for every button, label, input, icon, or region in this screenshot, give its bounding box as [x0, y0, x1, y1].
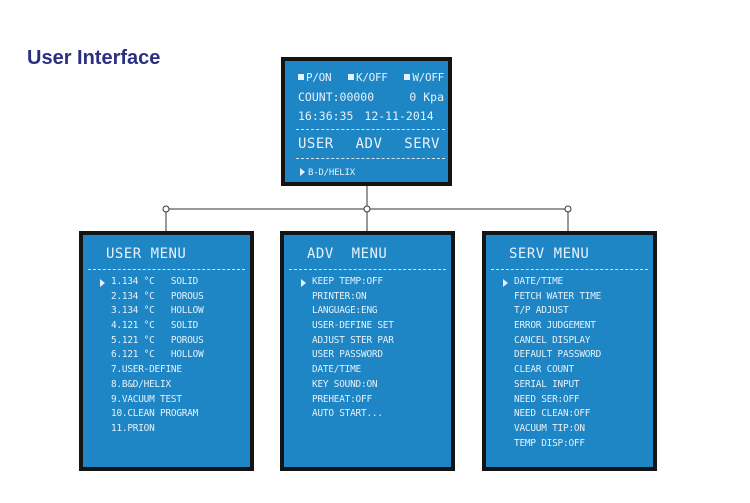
selected-program[interactable]: B-D/HELIX — [300, 168, 355, 178]
connector-node-serv — [564, 205, 572, 213]
menu-item[interactable]: PREHEAT:OFF — [312, 393, 372, 405]
menu-item[interactable]: 2.134 °C POROUS — [111, 290, 204, 302]
panel-title: USER MENU — [106, 246, 187, 262]
menu-item[interactable]: 3.134 °C HOLLOW — [111, 305, 204, 317]
power-status: P/ON — [298, 71, 332, 84]
menu-item[interactable]: USER PASSWORD — [312, 349, 383, 361]
count-row: COUNT:00000 0 Kpa — [298, 90, 444, 104]
tab-user[interactable]: USER — [298, 136, 334, 152]
menu-item[interactable]: LANGUAGE:ENG — [312, 305, 378, 317]
datetime-row: 16:36:35 12-11-2014 — [298, 109, 444, 123]
menu-item[interactable]: ERROR JUDGEMENT — [514, 320, 596, 332]
clock-date: 12-11-2014 — [364, 109, 434, 123]
water-indicator-icon — [404, 74, 411, 80]
pressure-readout: 0 Kpa — [409, 90, 444, 104]
menu-item[interactable]: NEED SER:OFF — [514, 393, 580, 405]
divider — [296, 129, 445, 130]
power-indicator-icon — [298, 74, 304, 80]
panel-title: SERV MENU — [509, 246, 590, 262]
cycle-count: COUNT:00000 — [298, 90, 375, 104]
menu-item[interactable]: DATE/TIME — [503, 275, 601, 290]
selection-arrow-icon — [300, 168, 305, 176]
menu-item[interactable]: SERIAL INPUT — [514, 378, 580, 390]
key-status: K/OFF — [348, 71, 388, 84]
section-heading: User Interface — [27, 47, 161, 69]
connector-node-adv — [363, 205, 371, 213]
menu-item[interactable]: DATE/TIME — [312, 364, 361, 376]
tab-adv[interactable]: ADV — [355, 136, 383, 152]
menu-item[interactable]: VACUUM TIP:ON — [514, 422, 585, 434]
menu-item[interactable]: PRINTER:ON — [312, 290, 367, 302]
menu-item[interactable]: 5.121 °C POROUS — [111, 334, 204, 346]
tab-serv[interactable]: SERV — [404, 136, 440, 152]
menu-item[interactable]: KEEP TEMP:OFF — [301, 275, 394, 290]
divider — [289, 269, 446, 270]
menu-item[interactable]: ADJUST STER PAR — [312, 334, 394, 346]
menu-item[interactable]: 6.121 °C HOLLOW — [111, 349, 204, 361]
menu-item[interactable]: 7.USER-DEFINE — [111, 364, 182, 376]
menu-item[interactable]: FETCH WATER TIME — [514, 290, 602, 302]
menu-item[interactable]: CANCEL DISPLAY — [514, 334, 591, 346]
main-menu-tabs: USER ADV SERV — [298, 136, 440, 152]
menu-item[interactable]: NEED CLEAN:OFF — [514, 408, 591, 420]
menu-item[interactable]: 9.VACUUM TEST — [111, 393, 182, 405]
selected-program-label: B-D/HELIX — [308, 168, 355, 178]
water-status: W/OFF — [404, 71, 444, 84]
status-row: P/ON K/OFF W/OFF — [298, 71, 444, 84]
menu-item[interactable]: AUTO START... — [312, 408, 383, 420]
menu-item[interactable]: KEY SOUND:ON — [312, 378, 378, 390]
menu-item[interactable]: 10.CLEAN PROGRAM — [111, 408, 199, 420]
key-indicator-icon — [348, 74, 355, 80]
clock-time: 16:36:35 — [298, 109, 354, 123]
menu-item[interactable]: 4.121 °C SOLID — [111, 320, 199, 332]
menu-item[interactable]: CLEAR COUNT — [514, 364, 574, 376]
main-display-screen: P/ON K/OFF W/OFF COUNT:00000 0 Kpa 16:36… — [281, 57, 452, 186]
divider — [296, 158, 445, 159]
connector-node-user — [162, 205, 170, 213]
menu-item[interactable]: 8.B&D/HELIX — [111, 378, 171, 390]
menu-item[interactable]: USER-DEFINE SET — [312, 320, 394, 332]
menu-item[interactable]: DEFAULT PASSWORD — [514, 349, 602, 361]
panel-title: ADV MENU — [307, 246, 388, 262]
menu-item[interactable]: T/P ADJUST — [514, 305, 569, 317]
divider — [88, 269, 245, 270]
menu-item[interactable]: 1.134 °C SOLID — [100, 275, 204, 290]
menu-item[interactable]: TEMP DISP:OFF — [514, 437, 585, 449]
menu-item[interactable]: 11.PRION — [111, 422, 155, 434]
divider — [491, 269, 648, 270]
